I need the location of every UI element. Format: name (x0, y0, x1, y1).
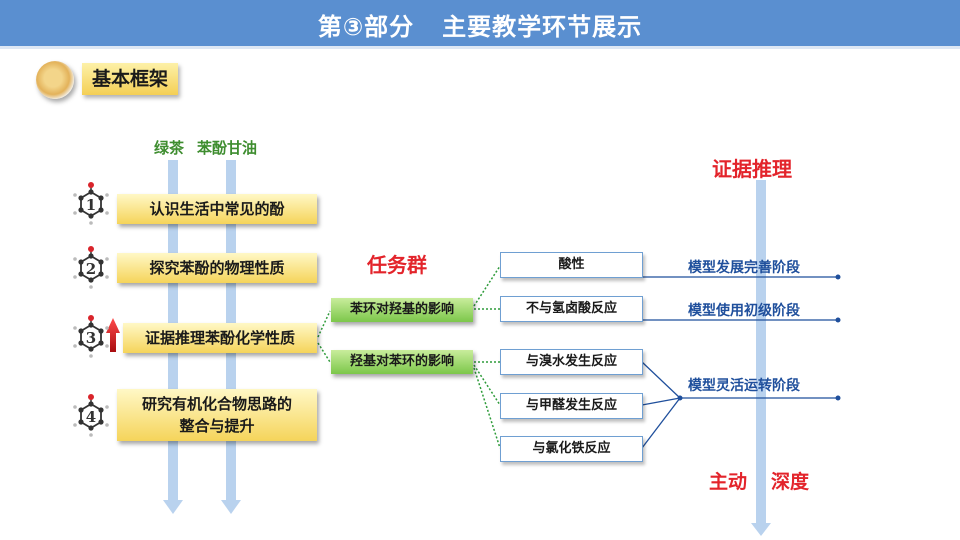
step-box-3: 证据推理苯酚化学性质 (123, 323, 317, 353)
stage-label-3: 模型灵活运转阶段 (688, 378, 800, 394)
step-label-3: 证据推理苯酚化学性质 (144, 329, 295, 347)
section-badge-icon (36, 61, 74, 99)
header-main-title: 主要教学环节展示 (442, 13, 643, 41)
phenol-molecule-icon-1 (73, 182, 109, 225)
step-number-2: 2 (85, 260, 97, 278)
red-up-arrow (106, 318, 120, 352)
link-influence2-ferric (473, 367, 501, 449)
influence-box-2: 羟基对苯环的影响 (331, 350, 473, 374)
line-formaldehyde-merge (641, 397, 681, 406)
link-step3-influence2 (317, 342, 331, 363)
step-number-1: 1 (85, 196, 97, 214)
link-step3-influence1 (317, 310, 331, 338)
green-tea-arrowhead (163, 500, 183, 514)
reaction-box-bromine: 与溴水发生反应 (500, 349, 643, 375)
step-label-2: 探究苯酚的物理性质 (149, 259, 285, 277)
active-label: 主动 (709, 471, 748, 493)
reaction-box-ferric-chloride: 与氯化铁反应 (500, 436, 643, 462)
step-label-4-line2: 整合与提升 (179, 417, 255, 435)
line-bromine-merge (641, 361, 681, 399)
stage-label-1: 模型发展完善阶段 (688, 260, 800, 276)
header-part: 第③部分 (317, 13, 415, 41)
step-label-1: 认识生活中常见的酚 (149, 200, 285, 218)
line-ferric-merge (641, 397, 681, 449)
influence-box-1: 苯环对羟基的影响 (331, 298, 473, 322)
phenol-molecule-icon-4 (73, 394, 109, 437)
step-number-3: 3 (85, 329, 97, 347)
phenol-molecule-icon-2 (73, 246, 109, 289)
task-group-label: 任务群 (367, 253, 427, 277)
reaction-box-acidity: 酸性 (500, 252, 643, 278)
step-label-4-line1: 研究有机化合物思路的 (141, 395, 292, 413)
phenol-molecule-icon-3 (73, 315, 109, 358)
reaction-box-halide: 不与氢卤酸反应 (500, 296, 643, 322)
header-title: 第③部分主要教学环节展示 (0, 7, 960, 42)
evidence-track (756, 180, 766, 525)
glycerol-label: 苯酚甘油 (197, 139, 258, 157)
step-box-2: 探究苯酚的物理性质 (117, 253, 317, 283)
step-box-1: 认识生活中常见的酚 (117, 194, 317, 224)
step-number-4: 4 (85, 408, 97, 426)
reaction-box-formaldehyde: 与甲醛发生反应 (500, 393, 643, 419)
link-influence1-acid (473, 265, 501, 307)
evidence-reasoning-label: 证据推理 (712, 157, 792, 181)
section-title: 基本框架 (82, 63, 179, 95)
step-box-4: 研究有机化合物思路的 整合与提升 (117, 389, 317, 441)
glycerol-arrowhead (221, 500, 241, 514)
depth-label: 深度 (771, 471, 810, 493)
green-tea-label: 绿茶 (154, 139, 185, 157)
evidence-arrowhead (751, 523, 771, 536)
link-influence2-formaldehyde (473, 364, 501, 406)
header-bar: 第③部分主要教学环节展示 (0, 0, 960, 49)
stage-label-2: 模型使用初级阶段 (688, 303, 800, 319)
